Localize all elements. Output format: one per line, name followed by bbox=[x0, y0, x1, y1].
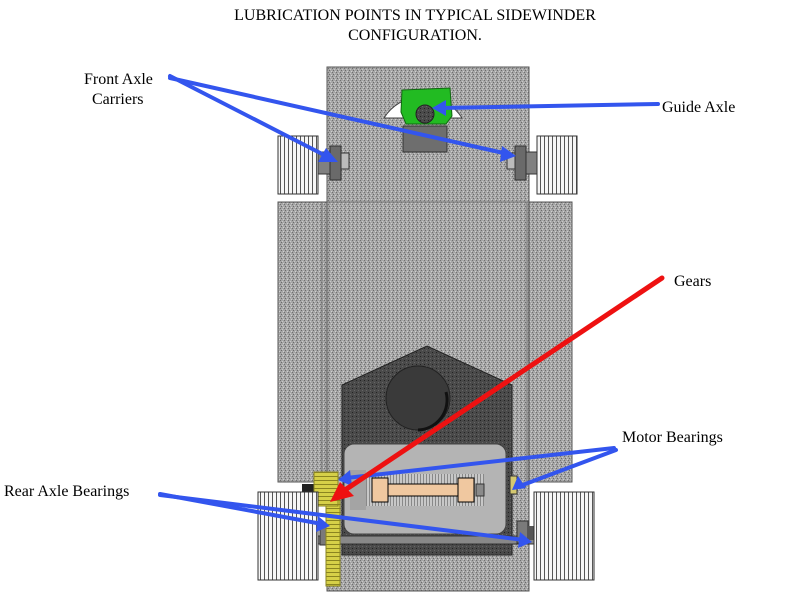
guide-axle-point bbox=[415, 104, 435, 124]
front-right-axle-carrier bbox=[514, 145, 527, 181]
label-front-axle-line-2: Carriers bbox=[92, 91, 144, 108]
front-left-tire bbox=[277, 135, 319, 195]
diagram-title: LUBRICATION POINTS IN TYPICAL SIDEWINDER… bbox=[0, 6, 794, 46]
red-arrowhead bbox=[330, 482, 354, 502]
label-guide-axle: Guide Axle bbox=[662, 99, 736, 116]
red-arrow bbox=[339, 275, 665, 495]
label-front-axle-line-1: Front Axle bbox=[84, 71, 153, 88]
title-line-2: CONFIGURATION. bbox=[348, 27, 482, 44]
label-rear-axle-bearings: Rear Axle Bearings bbox=[4, 483, 130, 500]
rear-right-tire bbox=[533, 491, 595, 581]
rear-left-tire bbox=[257, 491, 319, 581]
label-motor-bearings: Motor Bearings bbox=[622, 429, 723, 446]
title-line-1: LUBRICATION POINTS IN TYPICAL SIDEWINDER bbox=[234, 7, 596, 24]
left-side-pod bbox=[277, 201, 329, 483]
armature bbox=[371, 477, 389, 503]
front-right-tire bbox=[536, 135, 578, 195]
blue-arrowheads bbox=[316, 100, 532, 548]
label-gears: Gears bbox=[674, 273, 712, 290]
spur-gear bbox=[325, 499, 341, 587]
blue-arrows bbox=[158, 74, 660, 542]
